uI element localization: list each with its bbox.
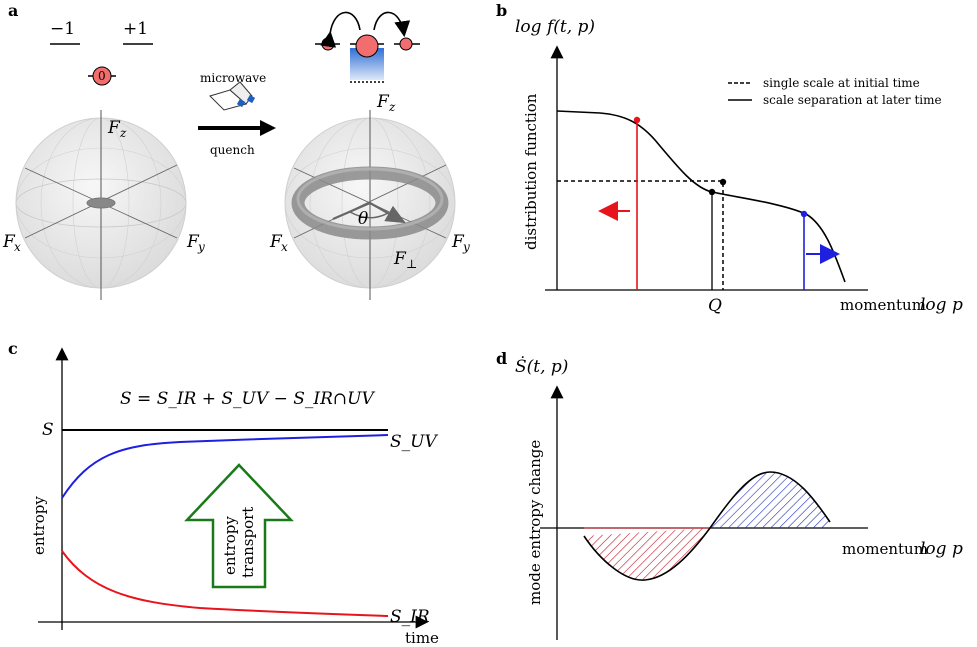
panel-a: a −1 +1 0 F z F x F y microwave <box>2 1 470 300</box>
d-xlabel-math: log p <box>920 539 963 559</box>
fperp-label: F <box>393 249 407 269</box>
left-fy-sub: y <box>197 240 205 254</box>
zero-state-atom <box>92 66 112 86</box>
panel-b: b log f(t, p) distribution function mome… <box>496 1 963 316</box>
panel-d: d Ṡ(t, p) mode entropy change momentum l… <box>496 349 963 640</box>
sir-label: S_IR <box>390 607 430 627</box>
level-minus-label: −1 <box>50 19 75 39</box>
right-fx-label: F <box>269 232 283 252</box>
c-equation: S = S_IR + S_UV − S_IR∩UV <box>120 389 375 409</box>
panel-c: c entropy time S = S_IR + S_UV − S_IR∩UV… <box>8 339 439 647</box>
b-xlabel-math: log p <box>920 295 963 315</box>
entropy-transport-arrow <box>184 463 294 589</box>
spin-exchange-diagram <box>315 11 420 83</box>
bloch-sphere-right <box>284 110 456 300</box>
panel-letter-d: d <box>496 349 507 368</box>
level-plus-label: +1 <box>123 19 148 39</box>
right-fz-sub: z <box>388 100 396 114</box>
initial-cutoff-dot <box>719 178 727 186</box>
q-dot <box>708 188 716 196</box>
s-label: S <box>42 420 54 440</box>
later-distribution-curve <box>556 110 846 283</box>
positive-entropy-region <box>710 472 830 528</box>
d-xlabel-word: momentum <box>842 540 928 558</box>
d-ylabel-main: Ṡ(t, p) <box>515 356 568 377</box>
bloch-sphere-left <box>15 110 187 300</box>
left-fz-sub: z <box>119 126 127 140</box>
microwave-horn-icon <box>209 81 256 111</box>
left-fx-label: F <box>2 232 16 252</box>
uv-marker-dot <box>800 210 808 218</box>
q-label: Q <box>708 296 722 316</box>
arrow-text-transport: transport <box>239 507 257 578</box>
right-fy-label: F <box>451 232 465 252</box>
b-ylabel-main: log f(t, p) <box>515 17 595 37</box>
right-fx-sub: x <box>281 240 288 254</box>
zero-state-label: 0 <box>98 69 106 83</box>
right-fy-sub: y <box>462 240 470 254</box>
b-ylabel-side: distribution function <box>522 93 540 250</box>
left-fy-label: F <box>186 232 200 252</box>
sir-curve <box>61 550 389 617</box>
legend-dashed-label: single scale at initial time <box>763 76 920 90</box>
suv-label: S_UV <box>390 432 438 452</box>
panel-letter-a: a <box>8 1 18 20</box>
negative-entropy-region <box>584 528 710 581</box>
entropy-change-curve <box>583 471 831 581</box>
b-xlabel-word: momentum <box>840 296 926 314</box>
quench-label: quench <box>210 143 255 157</box>
panel-letter-c: c <box>8 339 18 358</box>
theta-label: θ <box>358 209 368 229</box>
d-ylabel-side: mode entropy change <box>526 440 544 605</box>
panel-letter-b: b <box>496 1 507 20</box>
suv-curve <box>61 434 389 499</box>
c-xlabel: time <box>405 629 439 647</box>
initial-distribution-curve <box>557 180 724 290</box>
arrow-text-entropy: entropy <box>221 516 239 575</box>
microwave-label: microwave <box>200 71 266 85</box>
right-fz-label: F <box>376 92 390 112</box>
c-ylabel: entropy <box>30 496 48 555</box>
left-fx-sub: x <box>14 240 21 254</box>
legend-solid-label: scale separation at later time <box>763 93 942 107</box>
quench-arrow-head <box>260 120 276 136</box>
left-fz-label: F <box>107 118 121 138</box>
ir-marker-dot <box>633 116 641 124</box>
fperp-sub: ⊥ <box>406 257 417 271</box>
